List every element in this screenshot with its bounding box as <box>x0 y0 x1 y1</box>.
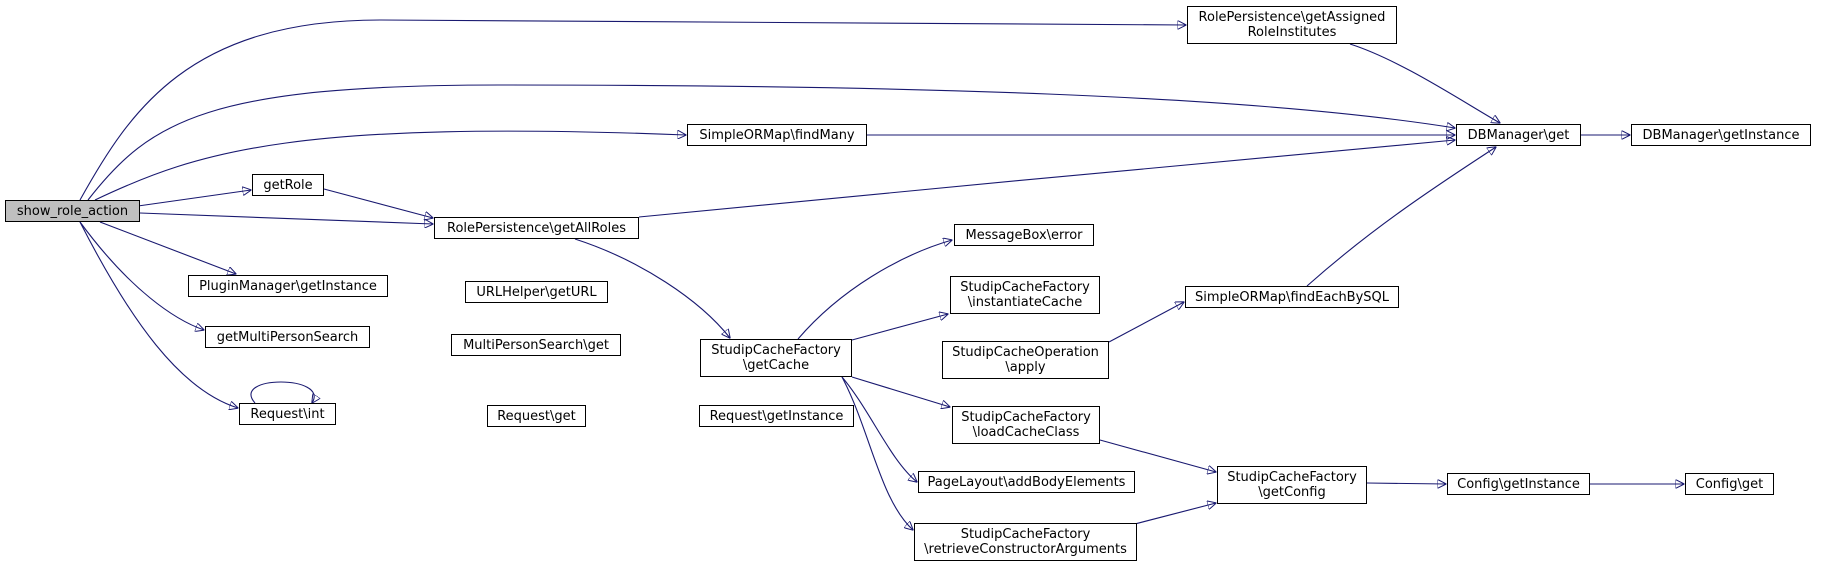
node-config-get-instance[interactable]: Config\getInstance <box>1447 473 1590 495</box>
node-url-helper-get-url[interactable]: URLHelper\getURL <box>465 281 608 303</box>
node-page-layout-add-body-elements[interactable]: PageLayout\addBodyElements <box>918 471 1135 493</box>
node-message-box-error[interactable]: MessageBox\error <box>954 224 1094 246</box>
node-request-get[interactable]: Request\get <box>487 405 586 427</box>
node-simple-orm-map-find-many[interactable]: SimpleORMap\findMany <box>687 124 867 146</box>
edge-studipcachefactory-getcache-to-studipcacheoperation-apply <box>1306 147 1496 287</box>
node-studip-cache-factory-get-cache[interactable]: StudipCacheFactory \getCache <box>700 339 852 377</box>
edge-studipcachefactory-getcache-to-studipcachefactory-retrieveconstructorarguments <box>1366 483 1446 484</box>
edge-show-role-action-to-rolepersistence-getallroles <box>139 212 433 224</box>
node-show-role-action[interactable]: show_role_action <box>5 200 140 222</box>
edge-request-int-to-request-int <box>250 381 314 403</box>
node-plugin-manager-get-instance[interactable]: PluginManager\getInstance <box>188 275 388 297</box>
node-simple-orm-map-find-each-by-sql[interactable]: SimpleORMap\findEachBySQL <box>1185 286 1399 308</box>
node-studip-cache-factory-retrieve-constructor-arguments[interactable]: StudipCacheFactory \retrieveConstructorA… <box>914 523 1137 561</box>
node-config-get[interactable]: Config\get <box>1685 473 1774 495</box>
node-multi-person-search-get[interactable]: MultiPersonSearch\get <box>451 334 621 356</box>
node-request-int[interactable]: Request\int <box>239 403 336 425</box>
edge-show-role-action-to-request-int <box>79 221 238 408</box>
edge-show-role-action-to-pluginmanager-getinstance <box>99 221 236 274</box>
node-studip-cache-factory-instantiate-cache[interactable]: StudipCacheFactory \instantiateCache <box>950 276 1100 314</box>
edge-rolepersistence-getallroles-to-dbmanager-get <box>638 140 1455 218</box>
node-get-role[interactable]: getRole <box>252 174 324 196</box>
edge-request-int-to-request-get <box>851 376 950 407</box>
node-db-manager-get[interactable]: DBManager\get <box>1456 124 1581 146</box>
node-db-manager-get-instance[interactable]: DBManager\getInstance <box>1631 124 1811 146</box>
edge-show-role-action-to-dbmanager-get <box>87 84 1455 201</box>
edge-getrole-to-rolepersistence-getallroles <box>323 188 433 218</box>
node-role-persistence-get-all-roles[interactable]: RolePersistence\getAllRoles <box>434 217 639 239</box>
edge-show-role-action-to-simpleormap-findmany <box>94 131 686 201</box>
node-studip-cache-operation-apply[interactable]: StudipCacheOperation \apply <box>942 341 1109 379</box>
edge-show-role-action-to-getmultipersonsearch <box>79 221 204 330</box>
node-studip-cache-factory-get-config[interactable]: StudipCacheFactory \getConfig <box>1217 466 1367 504</box>
node-studip-cache-factory-load-cache-class[interactable]: StudipCacheFactory \loadCacheClass <box>952 406 1100 444</box>
edge-getmultipersonsearch-to-multipersonsearch-get <box>851 314 948 341</box>
edge-studipcachefactory-getcache-to-studipcachefactory-instantiatecache <box>1108 302 1184 343</box>
edge-rolepersistence-getassignedroleinstitutes-to-dbmanager-get <box>1349 43 1500 123</box>
edge-show-role-action-to-getrole <box>137 190 251 207</box>
node-role-persistence-get-assigned-role-institutes[interactable]: RolePersistence\getAssigned RoleInstitut… <box>1187 6 1397 44</box>
edge-studipcachefactory-getcache-to-messagebox-error <box>841 376 913 530</box>
node-request-get-instance[interactable]: Request\getInstance <box>699 405 854 427</box>
edge-getmultipersonsearch-to-urlhelper-geturl <box>797 240 952 340</box>
edge-studipcachefactory-getcache-to-studipcachefactory-loadcacheclass <box>1099 439 1216 472</box>
edge-rolepersistence-getallroles-to-studipcachefactory-getcache <box>574 238 730 338</box>
edge-show-role-action-to-rolepersistence-getassignedroleinstitutes <box>79 19 1186 201</box>
edge-request-get-to-request-getinstance <box>841 376 917 482</box>
node-get-multi-person-search[interactable]: getMultiPersonSearch <box>205 326 370 348</box>
